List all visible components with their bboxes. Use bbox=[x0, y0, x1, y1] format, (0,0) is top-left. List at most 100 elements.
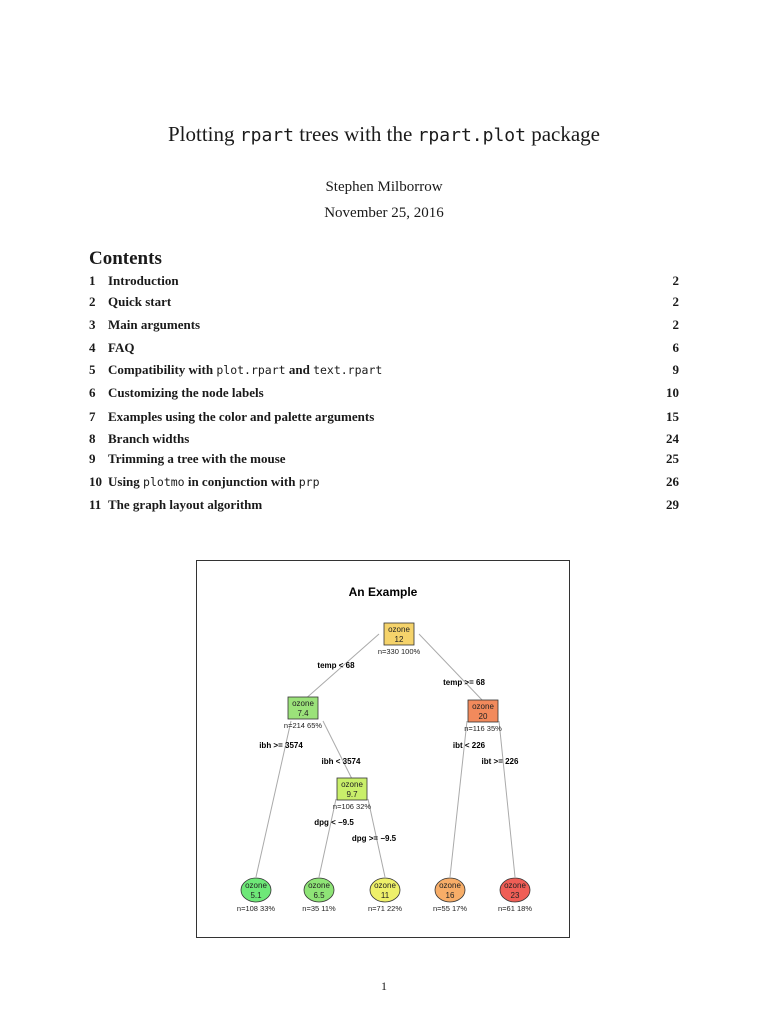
figure-title: An Example bbox=[349, 585, 418, 599]
split-label: ibt < 226 bbox=[453, 741, 486, 750]
split-label: ibh < 3574 bbox=[322, 757, 361, 766]
author: Stephen Milborrow bbox=[325, 179, 443, 195]
document-title: Plotting rpart trees with the rpart.plot… bbox=[167, 122, 601, 146]
date: November 25, 2016 bbox=[324, 205, 444, 221]
node-value: 6.5 bbox=[313, 891, 325, 900]
split-label: ibh >= 3574 bbox=[259, 741, 303, 750]
toc-title: Customizing the node labels bbox=[108, 385, 264, 400]
node-box bbox=[336, 777, 368, 801]
page-number: 1 bbox=[381, 979, 387, 993]
example-tree-figure: An Example temp < 68 temp >= 68 ibh >= 3… bbox=[196, 560, 570, 938]
node-box bbox=[467, 699, 499, 723]
edge-right-leaf5 bbox=[498, 720, 516, 878]
split-label: dpg >= −9.5 bbox=[352, 834, 397, 843]
toc-title: Branch widths bbox=[108, 431, 190, 446]
toc-entry[interactable]: 2 Quick start 2 bbox=[89, 294, 679, 312]
toc-page: 9 bbox=[672, 362, 680, 377]
toc-title: Compatibility with plot.rpart and text.r… bbox=[108, 362, 383, 377]
split-label: dpg < −9.5 bbox=[314, 818, 354, 827]
edge-root-left bbox=[302, 633, 380, 702]
toc-number: 6 bbox=[89, 385, 96, 400]
node-value: 5.1 bbox=[250, 891, 262, 900]
toc-entry[interactable]: 3 Main arguments 2 bbox=[89, 317, 679, 335]
toc-entry[interactable]: 11 The graph layout algorithm 29 bbox=[89, 497, 679, 515]
node-stats: n=106 32% bbox=[333, 802, 371, 811]
node-stats: n=116 35% bbox=[464, 724, 502, 733]
node-value: 23 bbox=[511, 891, 520, 900]
node-value: 12 bbox=[395, 635, 404, 644]
toc-page: 2 bbox=[672, 317, 680, 332]
split-label: ibt >= 226 bbox=[482, 757, 519, 766]
edge-root-right bbox=[418, 633, 484, 702]
node-stats: n=55 17% bbox=[433, 904, 467, 913]
node-label: ozone bbox=[292, 699, 314, 708]
leaf-ellipse bbox=[303, 877, 335, 903]
toc-title: Main arguments bbox=[108, 317, 201, 332]
leaf-ellipse bbox=[499, 877, 531, 903]
node-label: ozone bbox=[308, 881, 330, 890]
toc-entry[interactable]: 4 FAQ 6 bbox=[89, 340, 679, 358]
node-label: ozone bbox=[374, 881, 396, 890]
node-box bbox=[287, 696, 319, 720]
node-value: 20 bbox=[479, 712, 488, 721]
toc-page: 2 bbox=[672, 294, 680, 309]
toc-number: 1 bbox=[89, 273, 96, 288]
toc-number: 11 bbox=[89, 497, 102, 512]
toc-number: 8 bbox=[89, 431, 96, 446]
toc-entry[interactable]: 9 Trimming a tree with the mouse 25 bbox=[89, 451, 679, 469]
toc-page: 2 bbox=[672, 273, 680, 288]
toc-number: 2 bbox=[89, 294, 96, 309]
edge-left-leaf1 bbox=[255, 720, 292, 878]
node-value: 16 bbox=[446, 891, 455, 900]
toc-page: 6 bbox=[672, 340, 680, 355]
node-label: ozone bbox=[439, 881, 461, 890]
split-label: temp >= 68 bbox=[443, 678, 485, 687]
node-stats: n=35 11% bbox=[302, 904, 336, 913]
node-box bbox=[383, 622, 415, 646]
contents-heading: Contents bbox=[89, 248, 162, 269]
leaf-ellipse bbox=[369, 877, 401, 903]
toc-number: 4 bbox=[89, 340, 96, 355]
toc-title: Using plotmo in conjunction with prp bbox=[108, 474, 320, 489]
node-label: ozone bbox=[388, 625, 410, 634]
leaf-ellipse bbox=[434, 877, 466, 903]
toc-entry[interactable]: 7 Examples using the color and palette ar… bbox=[89, 409, 679, 427]
toc-title: Quick start bbox=[108, 294, 172, 309]
toc-title: Trimming a tree with the mouse bbox=[108, 451, 286, 466]
toc-title: The graph layout algorithm bbox=[108, 497, 263, 512]
split-labels: temp < 68 temp >= 68 ibh >= 3574 ibh < 3… bbox=[259, 661, 519, 843]
node-stats: n=330 100% bbox=[378, 647, 421, 656]
toc-number: 3 bbox=[89, 317, 96, 332]
toc-number: 7 bbox=[89, 409, 96, 424]
toc-title: Examples using the color and palette arg… bbox=[108, 409, 375, 424]
node-stats: n=108 33% bbox=[237, 904, 275, 913]
split-label: temp < 68 bbox=[317, 661, 355, 670]
edge-right-leaf4 bbox=[449, 720, 468, 878]
toc-page: 25 bbox=[666, 451, 679, 466]
leaf-ellipse bbox=[240, 877, 272, 903]
node-stats: n=214 65% bbox=[284, 721, 322, 730]
node-value: 9.7 bbox=[346, 790, 358, 799]
toc-page: 26 bbox=[666, 474, 679, 489]
edge-left-mid bbox=[322, 720, 353, 780]
toc-number: 9 bbox=[89, 451, 96, 466]
toc-title: FAQ bbox=[108, 340, 135, 355]
edge-mid-leaf2 bbox=[318, 798, 337, 878]
toc-page: 15 bbox=[666, 409, 679, 424]
toc-page: 29 bbox=[666, 497, 679, 512]
